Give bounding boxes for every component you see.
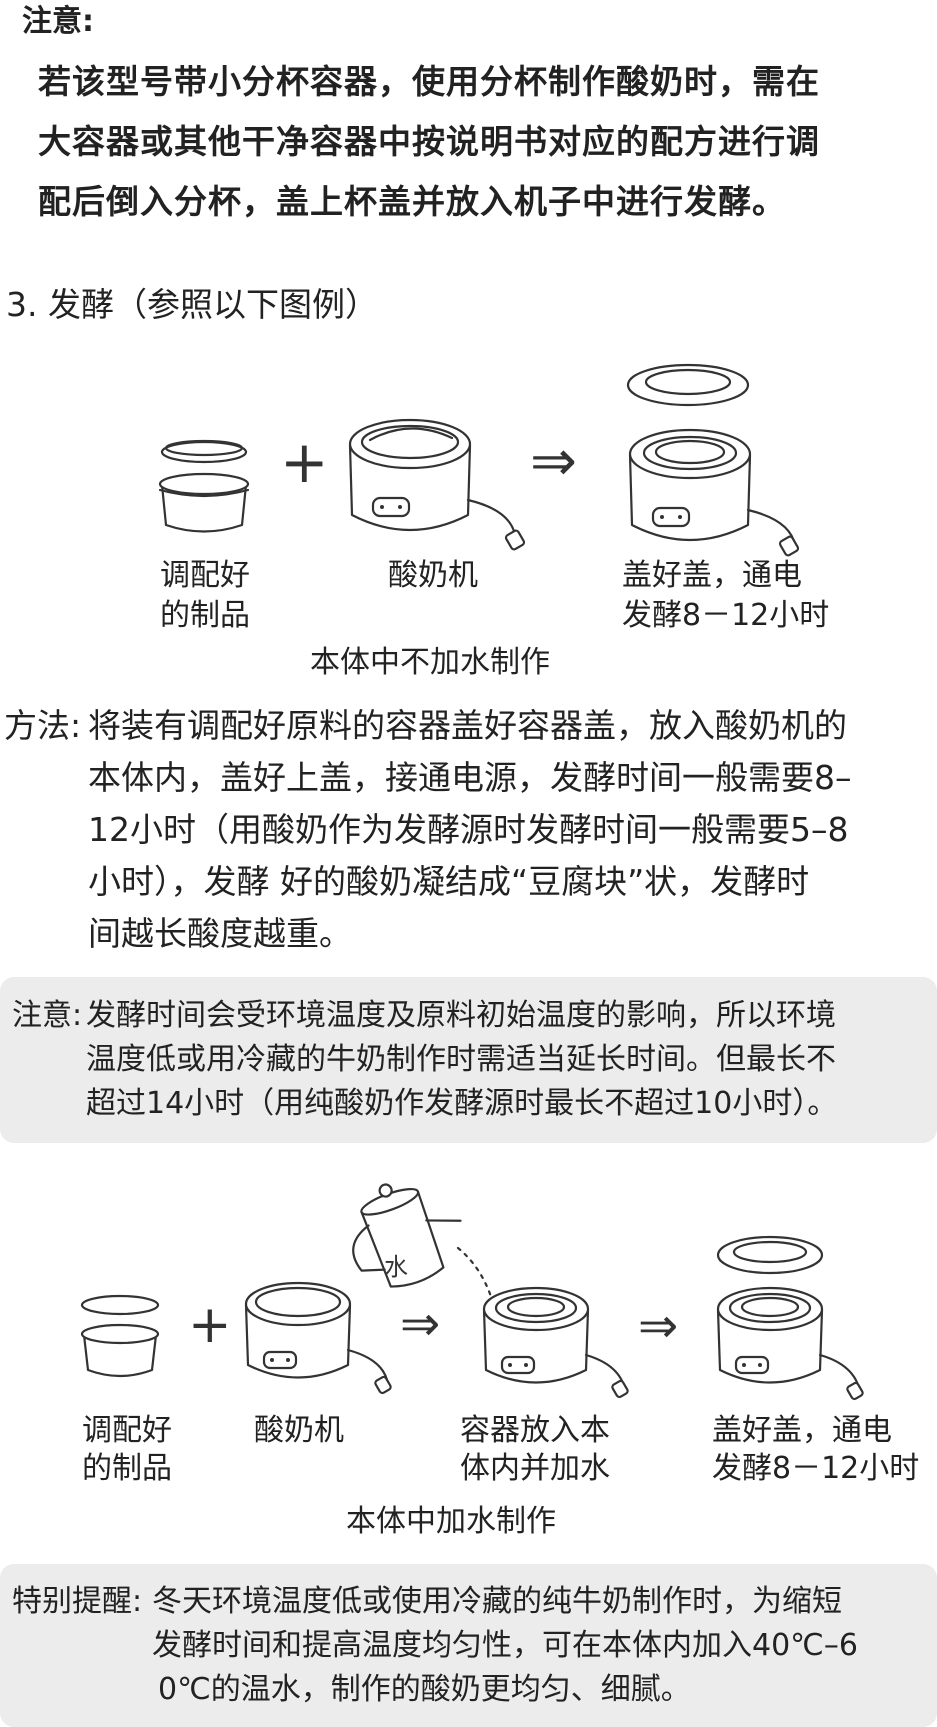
arrow-icon-2: ⇒ [638, 1298, 678, 1354]
container-with-lid-icon [158, 439, 250, 533]
note-box [0, 977, 937, 1143]
machine-with-lid-icon [716, 1286, 864, 1401]
arrow-icon: ⇒ [530, 429, 577, 494]
note-title: 注意: [22, 4, 94, 39]
reminder-line-3: 0℃的温水，制作的酸奶更均匀、细腻。 [158, 1672, 691, 1707]
d1-caption-3a: 盖好盖，通电 [622, 558, 802, 593]
kettle-icon [352, 1183, 462, 1288]
method-line-4: 小时），发酵 好的酸奶凝结成“豆腐块”状，发酵时 [88, 862, 810, 901]
d2-caption-2: 酸奶机 [254, 1413, 344, 1448]
lid-icon [716, 1235, 824, 1275]
d2-caption-3a: 容器放入本 [460, 1413, 610, 1448]
d1-caption-2: 酸奶机 [388, 558, 478, 593]
yogurt-machine-icon [244, 1281, 392, 1395]
d2-caption-4b: 发酵8－12小时 [712, 1451, 920, 1486]
plus-sign: + [188, 1295, 232, 1355]
kettle-label: 水 [384, 1253, 408, 1281]
note-line-3: 配后倒入分杯，盖上杯盖并放入机子中进行发酵。 [38, 182, 786, 221]
d1-caption-1a: 调配好 [160, 558, 250, 593]
note-line-2: 大容器或其他干净容器中按说明书对应的配方进行调 [38, 122, 820, 161]
step-title: 3. 发酵（参照以下图例） [6, 285, 378, 324]
reminder-line-2: 发酵时间和提高温度均匀性，可在本体内加入40℃–6 [152, 1628, 858, 1663]
reminder-box [0, 1564, 937, 1727]
reminder-label: 特别提醒: [12, 1584, 143, 1619]
method-line-2: 本体内，盖好上盖，接通电源，发酵时间一般需要8– [88, 758, 852, 797]
yogurt-machine-icon [348, 418, 526, 551]
note-box-line-1: 发酵时间会受环境温度及原料初始温度的影响，所以环境 [86, 998, 836, 1033]
d1-center-caption: 本体中不加水制作 [310, 645, 550, 680]
diagram1-illustration: + ⇒ [158, 363, 800, 557]
method-label: 方法: [4, 706, 82, 745]
arrow-icon: ⇒ [400, 1296, 440, 1352]
note-box-line-2: 温度低或用冷藏的牛奶制作时需适当延长时间。但最长不 [86, 1042, 836, 1077]
note-box-line-3: 超过14小时（用纯酸奶作发酵源时最长不超过10小时）。 [86, 1086, 838, 1121]
lid-icon [626, 363, 750, 407]
reminder-line-1: 冬天环境温度低或使用冷藏的纯牛奶制作时，为缩短 [152, 1584, 842, 1619]
plus-sign: + [280, 428, 329, 496]
container-with-lid-icon [80, 1294, 160, 1378]
machine-with-container-icon [482, 1286, 629, 1399]
machine-with-container-icon [628, 428, 800, 557]
d1-caption-3b: 发酵8－12小时 [622, 598, 830, 633]
method-line-1: 将装有调配好原料的容器盖好容器盖，放入酸奶机的 [88, 706, 847, 745]
d2-caption-4a: 盖好盖，通电 [712, 1413, 892, 1448]
method-line-5: 间越长酸度越重。 [88, 914, 352, 953]
note-line-1: 若该型号带小分杯容器，使用分杯制作酸奶时，需在 [38, 62, 820, 101]
d2-caption-1a: 调配好 [82, 1413, 172, 1448]
d2-caption-1b: 的制品 [82, 1451, 172, 1486]
d2-center-caption: 本体中加水制作 [346, 1504, 556, 1539]
d2-caption-3b: 体内并加水 [460, 1451, 610, 1486]
d1-caption-1b: 的制品 [160, 598, 250, 633]
diagram2-illustration: + ⇒ 水 ⇒ [80, 1183, 864, 1401]
note-box-label: 注意: [12, 998, 83, 1033]
method-line-3: 12小时（用酸奶作为发酵源时发酵时间一般需要5–8 [88, 810, 849, 849]
